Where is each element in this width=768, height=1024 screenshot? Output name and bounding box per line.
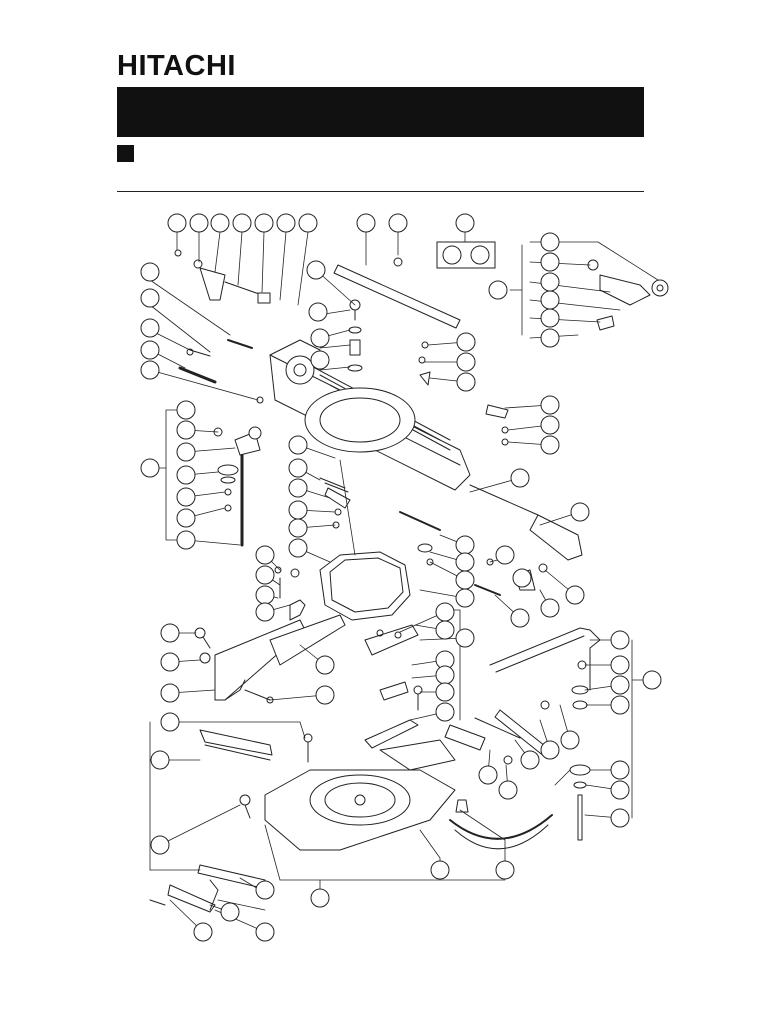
sub-fence	[149, 864, 266, 913]
arc-scale	[449, 814, 553, 850]
top-right-handle	[587, 259, 669, 331]
blade-guard	[304, 387, 416, 453]
turntable-ring	[319, 551, 411, 621]
fence-left	[214, 599, 346, 701]
handle-grip	[469, 484, 583, 561]
spring-parts	[319, 477, 441, 553]
clamp-assembly	[217, 426, 262, 484]
bolt-stack-right	[569, 685, 591, 841]
title-bar	[117, 87, 644, 137]
left-lever	[174, 249, 271, 304]
leader-lines	[149, 231, 659, 933]
section-marker	[117, 145, 134, 162]
stand-frame	[444, 627, 601, 758]
header-rule	[117, 191, 644, 192]
fence-right	[364, 624, 419, 749]
brand-logo: HITACHI	[117, 50, 236, 82]
saw-base	[264, 739, 469, 851]
top-rod	[333, 264, 461, 329]
callouts	[140, 213, 662, 942]
base-extension	[199, 729, 273, 761]
